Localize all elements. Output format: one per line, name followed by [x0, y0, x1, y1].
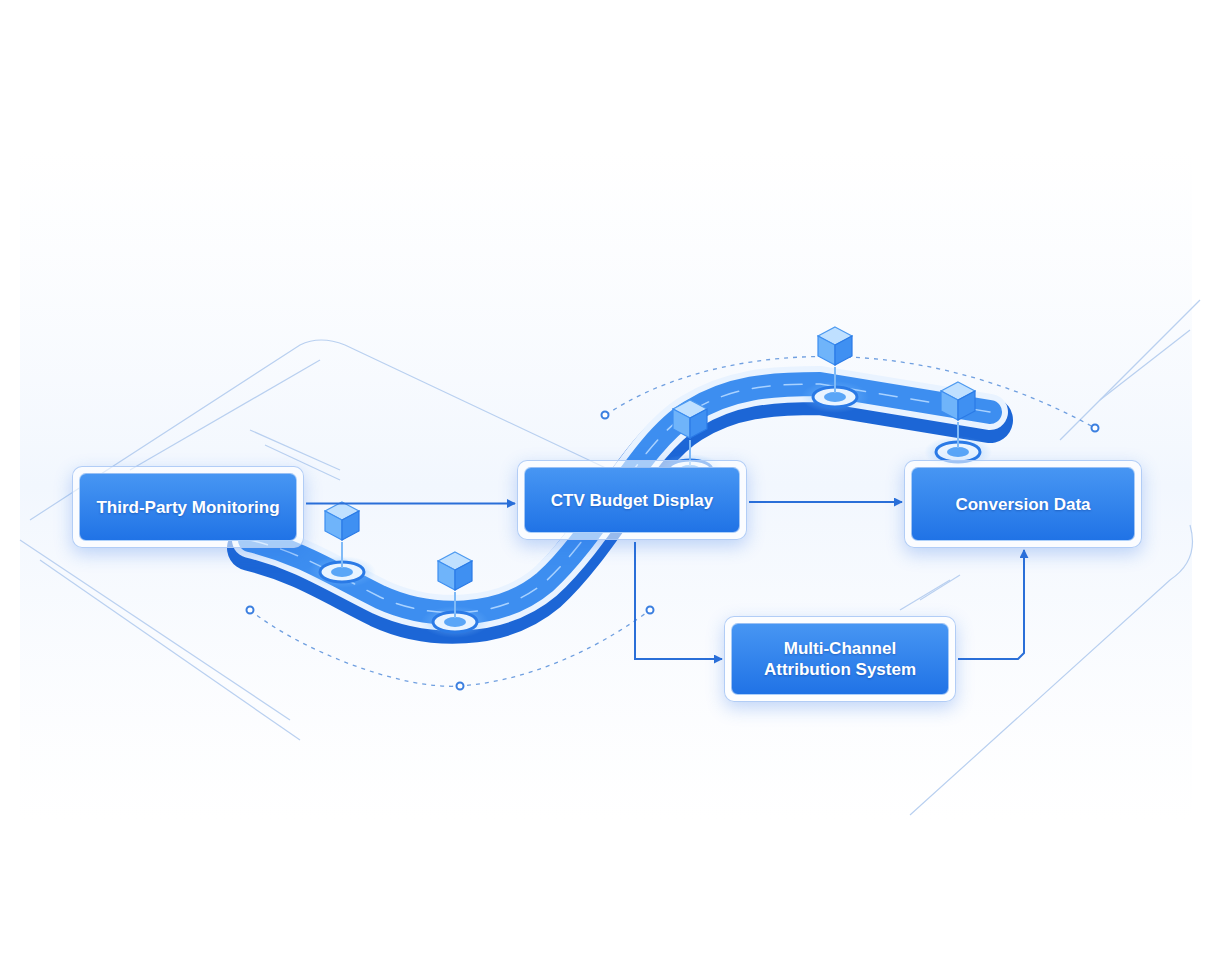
- box-label: Third-Party Monitoring: [96, 497, 279, 518]
- box-face: Third-Party Monitoring: [79, 473, 297, 541]
- text-stack: CTV Budget Display: [551, 490, 713, 511]
- cube-icon: [308, 502, 376, 588]
- process-box: Conversion Data: [904, 460, 1142, 548]
- box-label: Conversion Data: [955, 494, 1090, 515]
- process-box: CTV Budget Display: [517, 460, 747, 540]
- process-box: Multi-Channel Attribution System: [724, 616, 956, 702]
- flow-arrow: [306, 503, 515, 505]
- cube-icon: [421, 552, 489, 638]
- cube-icon: [924, 382, 992, 468]
- road-icons: [308, 327, 992, 638]
- box-face: CTV Budget Display: [524, 467, 740, 533]
- flow-arrow: [958, 550, 1024, 659]
- background-lines: [20, 300, 1200, 815]
- text-stack: Conversion Data: [955, 494, 1090, 515]
- flow-arrow: [749, 501, 902, 503]
- background-ground: [20, 150, 1192, 820]
- box-face: Multi-Channel Attribution System: [731, 623, 949, 695]
- flow-arrow: [635, 542, 722, 659]
- text-stack: Multi-Channel Attribution System: [746, 638, 934, 680]
- box-label: Multi-Channel Attribution System: [746, 638, 934, 680]
- box-label: CTV Budget Display: [551, 490, 713, 511]
- road-band: [250, 384, 990, 621]
- text-stack: Third-Party Monitoring: [96, 497, 279, 518]
- box-face: Conversion Data: [911, 467, 1135, 541]
- process-box: Third-Party Monitoring: [72, 466, 304, 548]
- cube-icon: [801, 327, 869, 413]
